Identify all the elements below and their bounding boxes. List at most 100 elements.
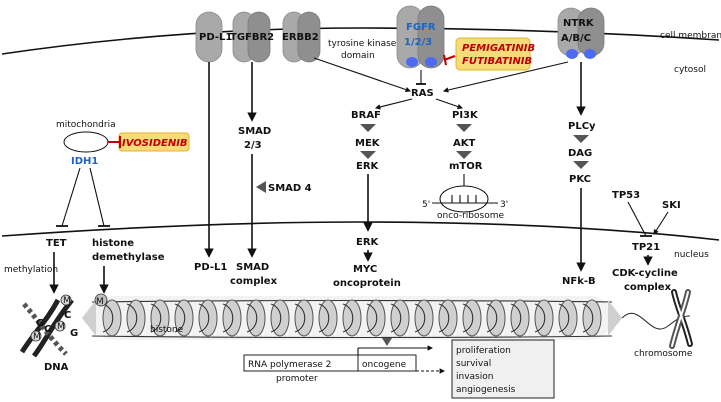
- dna-wrap: [486, 303, 498, 333]
- histone-label: histone: [150, 325, 184, 335]
- nucleosome: [174, 299, 194, 337]
- dna-wrap: [198, 303, 210, 333]
- pkc-label: PKC: [569, 174, 591, 185]
- dna-wrap: [582, 303, 594, 333]
- erk-label: ERK: [356, 161, 380, 172]
- nucleosome: [246, 299, 266, 337]
- smad-complex-label-2: complex: [230, 276, 278, 287]
- dna-label: DNA: [44, 362, 69, 373]
- pdl1-receptor: PD-L1: [195, 11, 232, 63]
- dna-wrap: [534, 303, 546, 333]
- cytosol-label: cytosol: [674, 65, 706, 75]
- dna-wrap: [102, 303, 114, 333]
- svg-text:G: G: [70, 328, 78, 339]
- nucleosome: [126, 299, 146, 337]
- tk-domain-label: tyrosine kinase: [328, 39, 397, 49]
- svg-text:oncogene: oncogene: [362, 360, 407, 370]
- dna-wrap: [390, 303, 402, 333]
- cell-membrane-label: cell membrane: [660, 31, 721, 41]
- dna-wrap: [150, 303, 162, 333]
- myc-label-2: oncoprotein: [333, 278, 401, 289]
- ski-label: SKI: [662, 200, 681, 211]
- nucleus-label: nucleus: [674, 250, 709, 260]
- nucleosome: [462, 299, 482, 337]
- nucleosome: [582, 299, 602, 337]
- mtor-label: mTOR: [449, 161, 483, 172]
- nucleosome: [318, 299, 338, 337]
- onco-ribosome: [432, 185, 498, 213]
- rna-polymerase-box: RNA polymerase 2 promoter: [243, 354, 359, 384]
- tp53-label: TP53: [612, 190, 640, 201]
- ribo-5-label: 5': [422, 200, 430, 210]
- ribo-3-label: 3': [500, 200, 508, 210]
- svg-text:C: C: [64, 310, 71, 321]
- svg-text:1/2/3: 1/2/3: [404, 37, 432, 48]
- svg-text:C: C: [44, 324, 51, 335]
- svg-text:M: M: [57, 322, 65, 332]
- dna-wrap: [246, 303, 258, 333]
- dna-wrap: [558, 303, 570, 333]
- dag-label: DAG: [568, 148, 592, 159]
- akt-label: AKT: [453, 138, 475, 149]
- svg-text:RNA polymerase 2: RNA polymerase 2: [248, 360, 331, 370]
- svg-text:M: M: [33, 332, 41, 342]
- smad4-label: SMAD 4: [268, 183, 312, 194]
- nucleosome: [486, 299, 506, 337]
- nucleosome: [534, 299, 554, 337]
- nucleosome: [222, 299, 242, 337]
- nucleosome: [270, 299, 290, 337]
- pi3k-label: PI3K: [452, 110, 479, 121]
- nucleosome: [294, 299, 314, 337]
- svg-text:TGFBR2: TGFBR2: [230, 32, 274, 43]
- mitochondria-shape: [63, 131, 109, 153]
- ntrk-receptor: NTRK A/B/C: [557, 7, 605, 59]
- dna-wrap: [126, 303, 138, 333]
- svg-text:NTRK: NTRK: [563, 18, 595, 29]
- nucleosome: [510, 299, 530, 337]
- nucleosome: [198, 299, 218, 337]
- erbb2-receptor: ERBB2: [282, 11, 321, 63]
- svg-text:PD-L1: PD-L1: [199, 32, 232, 43]
- fgfr-drug-box: PEMIGATINIB FUTIBATINIB: [455, 37, 535, 71]
- svg-text:A/B/C: A/B/C: [561, 33, 591, 44]
- svg-text:ERBB2: ERBB2: [282, 32, 319, 43]
- outcome-item: invasion: [456, 372, 493, 382]
- onco-ribosome-label: onco-ribosome: [437, 211, 504, 221]
- histone-demethylase-label-2: demethylase: [92, 252, 165, 263]
- dna-wrap: [174, 303, 186, 333]
- dna-wrap: [462, 303, 474, 333]
- nuc-erk-label: ERK: [356, 237, 380, 248]
- cell-membrane-line: [1, 27, 720, 55]
- dna-helix: M M M C C G G: [19, 294, 78, 358]
- plcy-label: PLCy: [568, 121, 596, 132]
- dna-wrap: [414, 303, 426, 333]
- methylation-label: methylation: [4, 265, 58, 275]
- histone-demethylase-label: histone: [92, 238, 134, 249]
- smad23-label: SMAD: [238, 126, 271, 137]
- braf-label: BRAF: [351, 110, 381, 121]
- nucleosome: [558, 299, 578, 337]
- dna-wrap: [270, 303, 282, 333]
- outcome-item: proliferation: [456, 346, 511, 356]
- smad23-label-2: 2/3: [244, 140, 262, 151]
- outcomes-box: proliferation survival invasion angiogen…: [451, 339, 555, 399]
- dna-wrap: [366, 303, 378, 333]
- tet-label: TET: [46, 238, 67, 249]
- svg-text:promoter: promoter: [276, 374, 318, 384]
- svg-text:G: G: [36, 318, 44, 329]
- oncogene-box: oncogene: [357, 354, 417, 372]
- dna-wrap: [318, 303, 330, 333]
- outcome-item: angiogenesis: [456, 385, 516, 395]
- nuclear-membrane-line: [1, 221, 720, 241]
- nucleosome: [366, 299, 386, 337]
- tp21-label: TP21: [632, 242, 660, 253]
- nuc-pdl1-label: PD-L1: [194, 262, 227, 273]
- nfkb-label: NFk-B: [562, 276, 596, 287]
- fgfr-receptor: FGFR 1/2/3: [396, 5, 445, 69]
- chromosome-shape: [669, 289, 693, 349]
- svg-text:FUTIBATINIB: FUTIBATINIB: [462, 56, 532, 67]
- nucleosome: [390, 299, 410, 337]
- tgfbr2-receptor: TGFBR2: [230, 11, 274, 63]
- dna-wrap: [294, 303, 306, 333]
- dna-wrap: [510, 303, 522, 333]
